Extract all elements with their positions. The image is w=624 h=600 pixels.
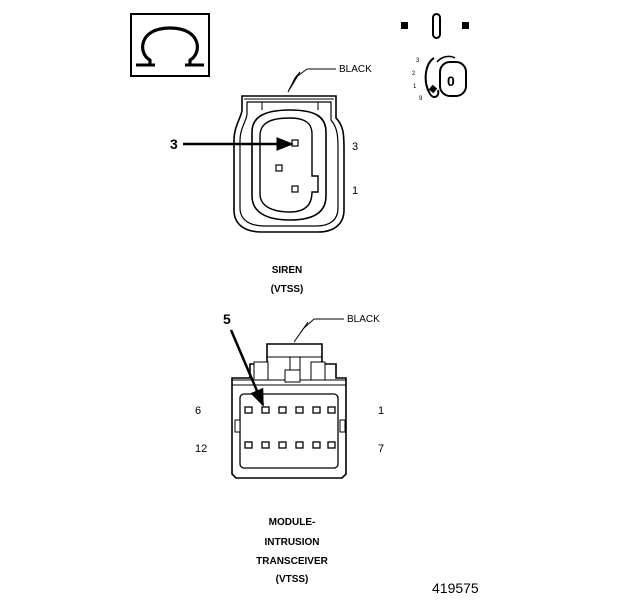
module-pin-row-top	[244, 406, 336, 414]
module-pin-12-label: 12	[195, 443, 207, 455]
ignition-position-1: 1	[413, 84, 417, 90]
siren-name-line2: (VTSS)	[271, 284, 304, 295]
siren-color-label: BLACK	[339, 64, 372, 75]
module-pin-6-label: 6	[195, 405, 201, 417]
omega-icon	[130, 13, 210, 77]
ignition-key-icon	[401, 13, 469, 98]
module-name-line3: TRANSCEIVER	[256, 556, 328, 567]
module-name-line1: MODULE-	[269, 517, 316, 528]
module-connector	[229, 318, 347, 479]
siren-connector	[183, 68, 345, 233]
ignition-position-9: 9	[419, 96, 423, 102]
module-name-line2: INTRUSION	[265, 537, 320, 548]
siren-name-line1: SIREN	[272, 265, 303, 276]
ignition-position-2: 2	[412, 71, 416, 77]
module-name-line4: (VTSS)	[276, 574, 309, 585]
ignition-position-3: 3	[416, 58, 420, 64]
module-color-label: BLACK	[347, 314, 380, 325]
siren-pin-3-label: 3	[352, 141, 358, 153]
module-callout-number: 5	[223, 311, 231, 327]
module-pin-1-label: 1	[378, 405, 384, 417]
module-pin-7-label: 7	[378, 443, 384, 455]
figure-number: 419575	[432, 580, 479, 596]
ignition-key-label: 0	[447, 73, 455, 89]
siren-callout-number: 3	[170, 136, 178, 152]
siren-pin-1-label: 1	[352, 185, 358, 197]
module-pin-row-bottom	[244, 441, 336, 449]
